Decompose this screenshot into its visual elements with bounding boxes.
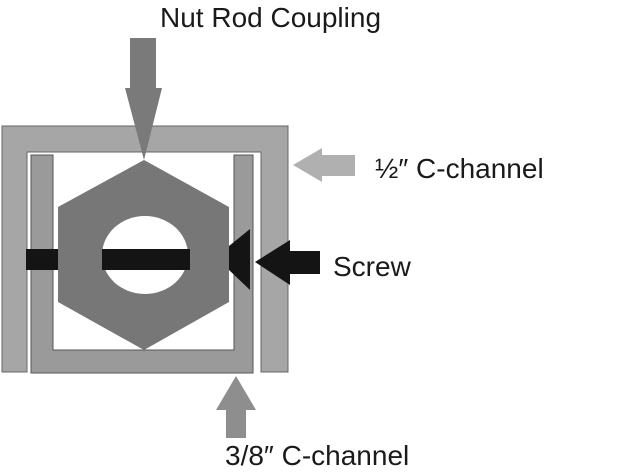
screw-shaft-left — [26, 249, 60, 270]
label-screw: Screw — [333, 251, 412, 282]
three-eighths-arrow — [216, 376, 256, 438]
coupling-arrow — [125, 38, 162, 160]
screw-head — [229, 229, 250, 290]
half-inch-c-channel — [1, 125, 289, 373]
half-inch-arrow — [293, 148, 355, 182]
label-half-inch-c-channel: ½″ C-channel — [375, 153, 544, 184]
screw-arrow — [255, 240, 320, 285]
label-three-eighths-c-channel: 3/8″ C-channel — [225, 440, 409, 471]
label-nut-rod-coupling: Nut Rod Coupling — [160, 2, 381, 33]
three-eighths-c-channel — [30, 154, 254, 374]
screw-shaft-center — [102, 249, 190, 270]
